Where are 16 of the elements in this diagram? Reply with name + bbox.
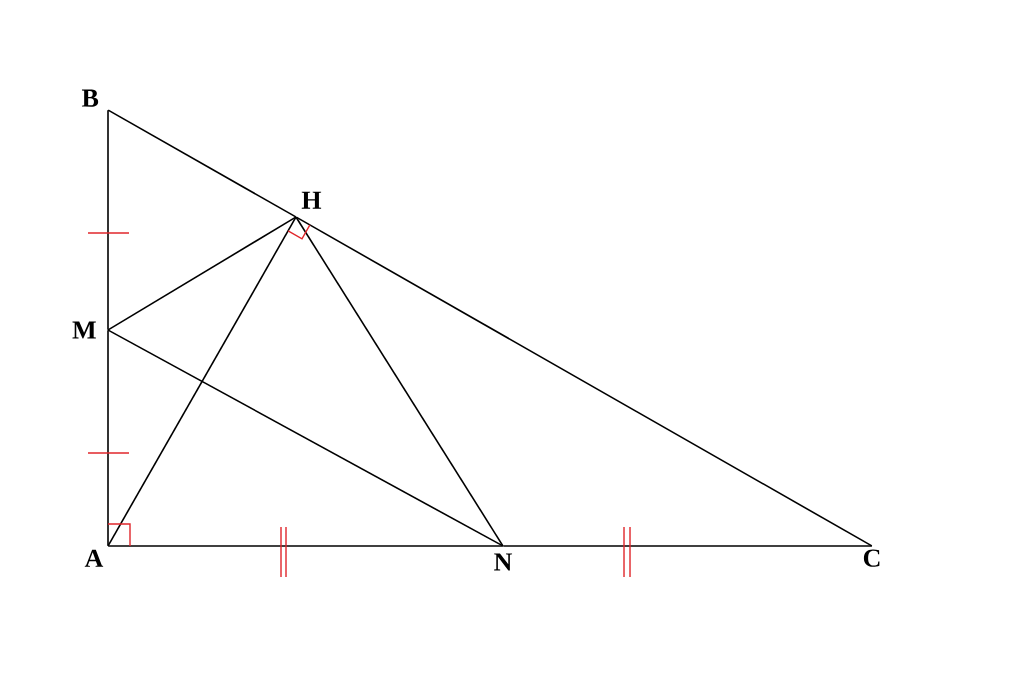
point-label: A: [84, 549, 104, 567]
segment: [107, 329, 504, 547]
segment: [295, 216, 504, 547]
point-label: M: [72, 321, 96, 339]
segment: [107, 109, 109, 331]
segment: [295, 216, 873, 547]
point-label: C: [863, 549, 880, 567]
segment: [502, 545, 873, 547]
point-label: N: [494, 553, 513, 571]
segment: [107, 216, 297, 331]
segment: [107, 545, 504, 547]
point-label: B: [81, 89, 99, 107]
segment: [107, 329, 109, 547]
segment: [107, 109, 297, 218]
segment: [107, 216, 297, 547]
point-label: H: [301, 191, 322, 209]
